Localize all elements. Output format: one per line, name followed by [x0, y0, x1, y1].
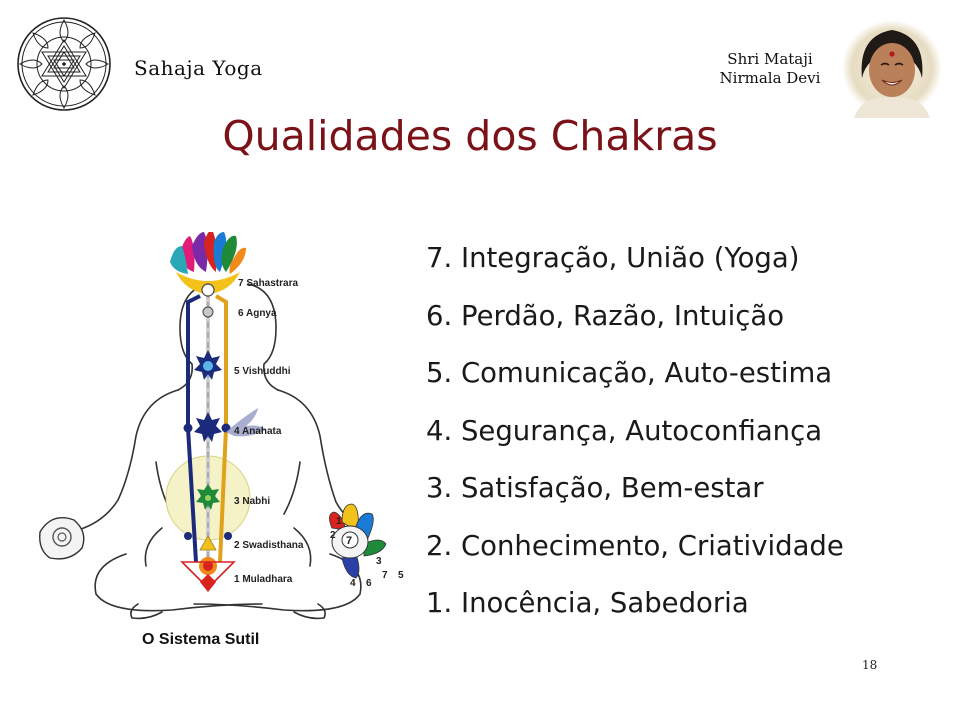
chakra-label-2: 2 Swadisthana	[234, 540, 304, 551]
page-number: 18	[862, 658, 878, 672]
quality-item-3: 3. Satisfação, Bem-estar	[426, 472, 764, 504]
chakra-labels: 7 Sahastrara 6 Agnya 5 Vishuddhi 4 Anaha…	[234, 278, 304, 585]
author-name: Shri Mataji Nirmala Devi	[690, 50, 850, 88]
author-line-2: Nirmala Devi	[719, 69, 821, 87]
author-line-1: Shri Mataji	[727, 50, 813, 68]
quality-item-6: 6. Perdão, Razão, Intuição	[426, 299, 785, 332]
chakra-label-1: 1 Muladhara	[234, 574, 293, 585]
quality-item-1: 1. Inocência, Sabedoria	[426, 587, 749, 619]
left-hand	[39, 517, 85, 560]
hand-numbers: 1 2 3 4 5 6 7	[330, 516, 404, 589]
right-hand: 7	[329, 503, 387, 579]
hand-number-2: 2	[330, 530, 336, 541]
chakra-label-4: 4 Anahata	[234, 426, 282, 437]
chakra-label-5: 5 Vishuddhi	[234, 366, 291, 377]
hand-number-4: 4	[350, 578, 356, 589]
hand-number-1: 1	[336, 516, 342, 527]
sri-yantra-logo	[17, 17, 111, 111]
portrait-photo	[842, 20, 942, 118]
palm-center-number: 7	[346, 535, 352, 547]
chakra-label-7: 7 Sahastrara	[238, 278, 298, 289]
hand-number-3: 3	[376, 556, 382, 567]
hand-number-5: 5	[398, 570, 404, 581]
quality-item-4: 4. Segurança, Autoconfiança	[426, 414, 823, 447]
chakra-label-3: 3 Nabhi	[234, 496, 270, 507]
slide-title: Qualidades dos Chakras	[222, 112, 718, 160]
subtle-system-diagram: 7 Sahastrara 6 Agnya 5 Vishuddhi 4 Anaha…	[30, 232, 420, 660]
hand-number-7: 7	[382, 570, 388, 581]
quality-item-5: 5. Comunicação, Auto-estima	[426, 357, 833, 389]
quality-item-7: 7. Integração, União (Yoga)	[426, 242, 800, 274]
dove-icon	[226, 408, 266, 437]
chakra-label-6: 6 Agnya	[238, 308, 277, 319]
hand-number-6: 6	[366, 578, 372, 589]
brand-name: Sahaja Yoga	[134, 56, 263, 80]
chakra-qualities-list: 7. Integração, União (Yoga) 6. Perdão, R…	[426, 236, 844, 639]
sahastrara-lotus	[170, 232, 246, 294]
figure-caption: O Sistema Sutil	[142, 631, 259, 648]
quality-item-2: 2. Conhecimento, Criatividade	[426, 529, 844, 562]
chakra-markers	[180, 283, 236, 592]
